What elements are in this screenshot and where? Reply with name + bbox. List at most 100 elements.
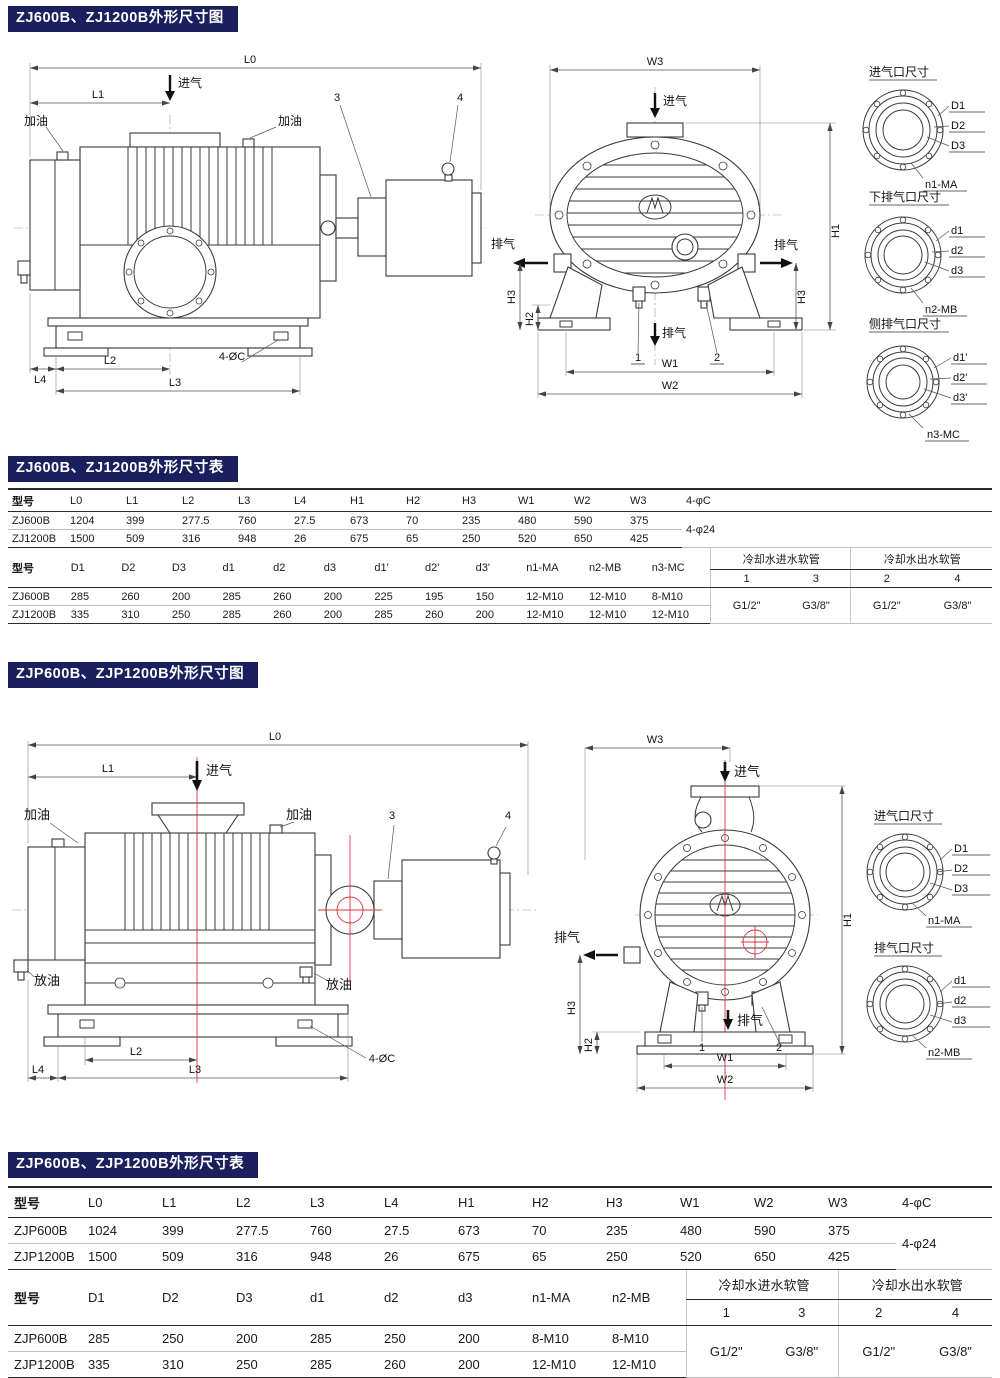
col-header: D2 xyxy=(156,1270,230,1326)
cell: 673 xyxy=(346,511,402,530)
col-header: d3' xyxy=(471,548,523,588)
cell: 235 xyxy=(458,511,514,530)
cell: 65 xyxy=(402,529,458,548)
cell: ZJ1200B xyxy=(8,605,67,624)
zjp-port-details-drawing: 进气口尺寸 D1 D2 D3 n1-MA 排气口尺寸 d1 d2 xyxy=(866,808,990,1060)
cell: 675 xyxy=(452,1243,526,1270)
col-header: d2 xyxy=(378,1270,452,1326)
cell: 250 xyxy=(458,529,514,548)
cell: 1500 xyxy=(66,529,122,548)
cell: 70 xyxy=(526,1217,600,1244)
col-header: n3-MC xyxy=(647,548,711,588)
col-header: H1 xyxy=(452,1187,526,1218)
side-outlet-port-detail: 侧排气口尺寸 d1' d2' d3' n3-MC xyxy=(866,316,987,442)
table-header-row: 型号 L0 L1 L2 L3 L4 H1 H2 H3 W1 W2 W3 4-φC xyxy=(8,489,992,512)
cell: 509 xyxy=(122,529,178,548)
brand-logo-icon xyxy=(638,194,672,220)
cell: 1024 xyxy=(82,1217,156,1244)
port-label-n2-MB: n2-MB xyxy=(928,1047,960,1059)
cell: 480 xyxy=(674,1217,748,1244)
col-header: 型号 xyxy=(8,1187,82,1218)
col-header: 2 xyxy=(849,569,921,588)
zj-port-details-drawing: 进气口尺寸 D1 D2 D3 n1-MA 下排气口尺寸 d1 d2 xyxy=(862,64,987,442)
cell: 1500 xyxy=(82,1243,156,1270)
cell: 335 xyxy=(66,605,118,624)
cell: 277.5 xyxy=(230,1217,304,1244)
lower-outlet-port-detail: 下排气口尺寸 d1 d2 d3 n2-MB xyxy=(864,189,985,317)
callout-4: 4 xyxy=(505,810,511,822)
table-row: ZJP600B 285 250 200 285 250 200 8-M10 8-… xyxy=(8,1325,993,1378)
col-header: d1 xyxy=(304,1270,378,1326)
zj-table-part2: 型号 D1 D2 D3 d1 d2 d3 d1' d2' d3' n1-MA n… xyxy=(8,548,992,624)
cell: 150 xyxy=(471,587,523,606)
inlet-label: 进气 xyxy=(178,75,202,90)
cell-shared-phi: 4-φ24 xyxy=(896,1217,992,1270)
cell: 260 xyxy=(420,605,472,624)
dim-label-w2: W2 xyxy=(662,380,679,392)
zj-dimensions-table: 型号 L0 L1 L2 L3 L4 H1 H2 H3 W1 W2 W3 4-φC… xyxy=(8,488,992,624)
col-header: L1 xyxy=(122,489,178,512)
inlet-arrow-icon xyxy=(165,91,175,101)
col-header: D3 xyxy=(230,1270,304,1326)
zjp-side-base xyxy=(43,1004,353,1047)
table-subheader-row: 1 3 2 4 xyxy=(8,569,992,588)
dim-label-h3: H3 xyxy=(566,1001,578,1015)
cell: 200 xyxy=(452,1351,526,1378)
port-label-d2p: d2' xyxy=(953,372,967,384)
cell: 12-M10 xyxy=(647,605,711,624)
cell-cooling: G3/8" xyxy=(780,587,851,624)
cell: 590 xyxy=(570,511,626,530)
table-header-row: 型号 L0 L1 L2 L3 L4 H1 H2 H3 W1 W2 W3 4-φC xyxy=(8,1187,992,1218)
inlet-label: 进气 xyxy=(734,764,760,779)
cell: 235 xyxy=(600,1217,674,1244)
cell: 260 xyxy=(269,605,320,624)
col-header-cooling-in: 冷却水进水软管 xyxy=(685,1270,839,1300)
cell-cooling: G1/2" xyxy=(709,587,781,624)
col-header: 4 xyxy=(920,569,992,588)
port-label-d1p: d1' xyxy=(953,352,967,364)
zj-side-view-drawing: L0 L1 进气 加油 加油 3 4 L4 L2 L3 4-ØC xyxy=(14,54,486,395)
col-header: W2 xyxy=(570,489,626,512)
col-header: H3 xyxy=(600,1187,674,1218)
zj-side-base xyxy=(43,317,313,357)
zj-side-dimensions: L0 L1 进气 加油 加油 3 4 L4 L2 L3 4-ØC xyxy=(24,54,482,395)
cell: 375 xyxy=(822,1217,896,1244)
dim-label-w1: W1 xyxy=(717,1052,734,1064)
cell: 316 xyxy=(178,529,234,548)
cell-cooling: G1/2" xyxy=(685,1325,762,1378)
port-label-D1: D1 xyxy=(951,100,965,112)
col-header: H2 xyxy=(402,489,458,512)
cell: 316 xyxy=(230,1243,304,1270)
cell: 673 xyxy=(452,1217,526,1244)
cell: ZJ600B xyxy=(8,587,67,606)
inlet-arrow-icon xyxy=(192,780,202,791)
outlet-label-left: 排气 xyxy=(554,930,580,945)
cell: ZJ600B xyxy=(8,511,66,530)
col-header-cooling-out: 冷却水出水软管 xyxy=(837,1270,993,1300)
cell: 200 xyxy=(471,605,523,624)
dim-label-h3-left: H3 xyxy=(506,290,518,304)
cell-cooling: G3/8" xyxy=(915,1325,993,1378)
dim-label-l3: L3 xyxy=(169,377,181,389)
add-oil-label-left: 加油 xyxy=(24,807,50,822)
inlet-arrow-icon xyxy=(650,108,660,118)
cell: 260 xyxy=(378,1351,452,1378)
zjp-diagram-section-title: ZJP600B、ZJP1200B外形尺寸图 xyxy=(8,662,259,688)
dim-label-h2: H2 xyxy=(524,312,536,326)
zjp-table-part1: 型号 L0 L1 L2 L3 L4 H1 H2 H3 W1 W2 W3 4-φC… xyxy=(8,1186,992,1270)
add-oil-label-left: 加油 xyxy=(24,114,48,128)
port-label-d2: d2 xyxy=(954,995,966,1007)
inlet-label: 进气 xyxy=(206,763,232,778)
outlet-label-bottom: 排气 xyxy=(737,1013,763,1028)
drain-oil-label-right: 放油 xyxy=(326,977,352,992)
col-header: L1 xyxy=(156,1187,230,1218)
cell: 200 xyxy=(319,605,371,624)
dim-label-w2: W2 xyxy=(717,1074,734,1086)
col-header: 型号 xyxy=(8,489,66,512)
col-header: d2' xyxy=(420,548,472,588)
cell: 399 xyxy=(122,511,178,530)
cell: 277.5 xyxy=(178,511,234,530)
col-header: W1 xyxy=(514,489,570,512)
dim-label-l1: L1 xyxy=(102,763,114,775)
col-header: d1 xyxy=(218,548,270,588)
